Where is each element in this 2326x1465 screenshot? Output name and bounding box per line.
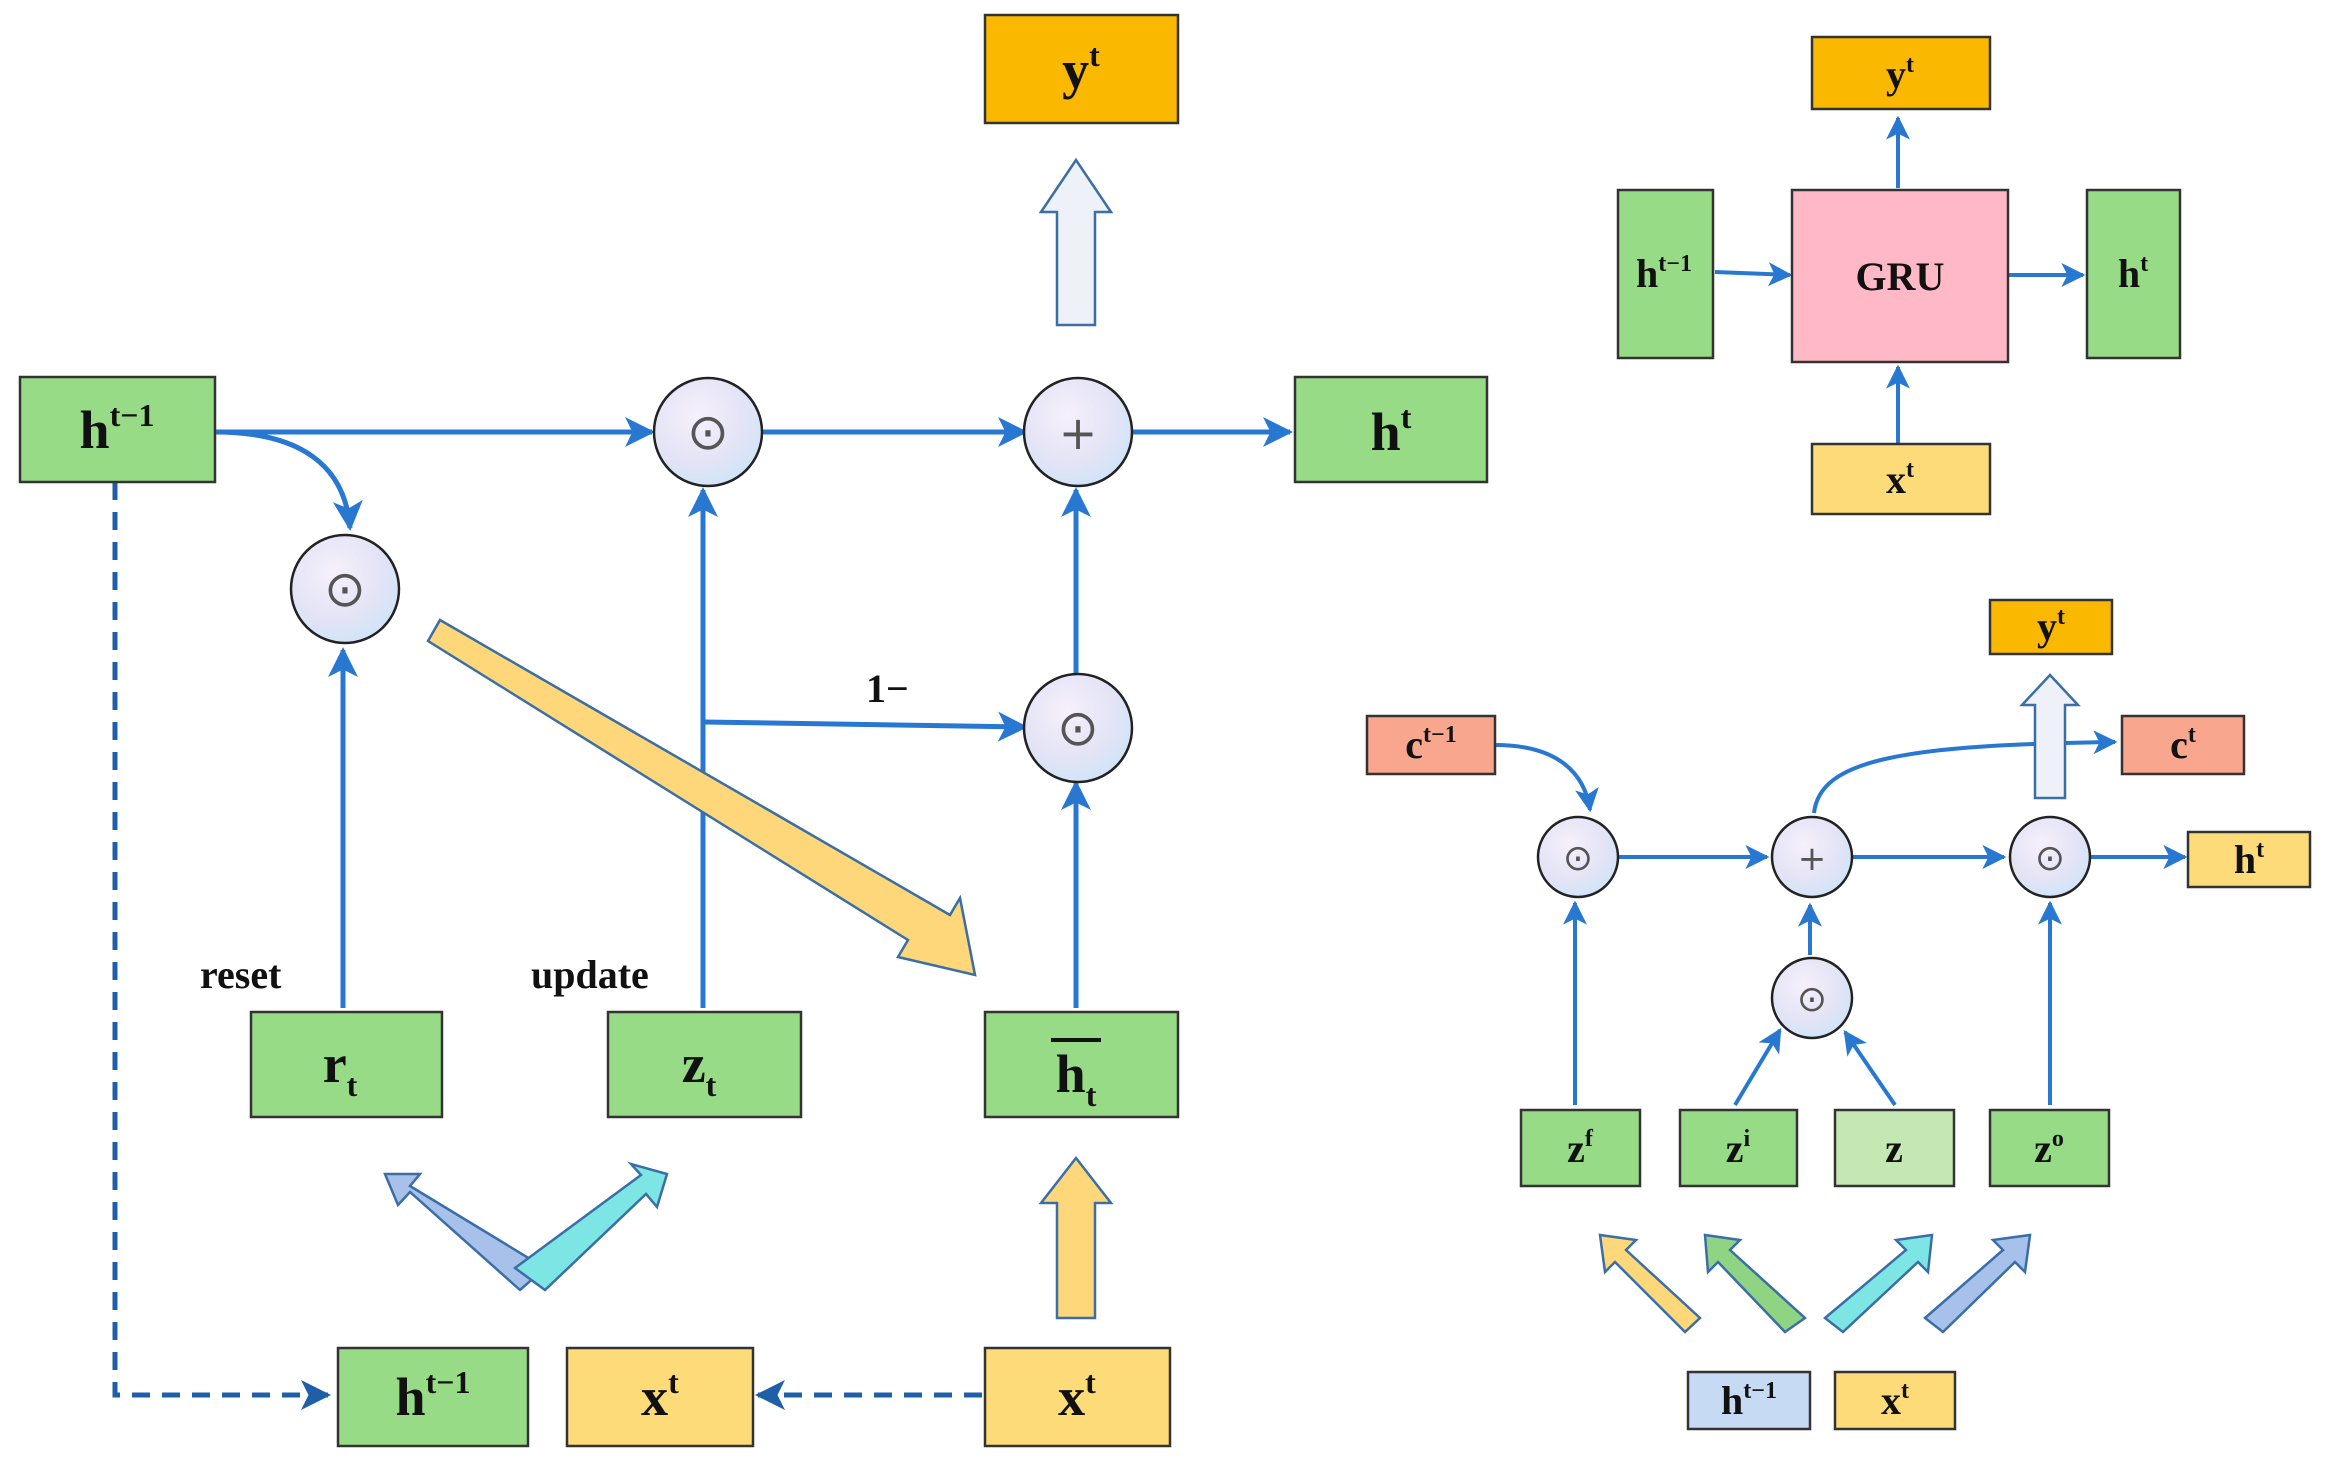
h-prev-label: ht−1 xyxy=(80,397,155,460)
lstm-c-label: ct xyxy=(2170,722,2196,767)
gru-hprev-box xyxy=(1616,188,1715,360)
odot-top-node xyxy=(652,376,764,488)
lstm-cprev-box xyxy=(1365,714,1497,776)
r-t-label: rt xyxy=(323,1034,358,1103)
lstm-zi-label: zi xyxy=(1726,1126,1751,1171)
lstm-h-box xyxy=(2186,830,2312,889)
h-bar-box xyxy=(983,1010,1180,1119)
lstm-z-label: z xyxy=(1885,1126,1903,1171)
lstm-zo-label: zo xyxy=(2034,1126,2064,1171)
h-prev-bottom-box xyxy=(336,1346,530,1448)
lstm-input-odot-node xyxy=(1770,956,1854,1040)
one-minus-label: 1− xyxy=(866,666,909,711)
fat-arrow-x-to-hbar xyxy=(1038,1155,1114,1320)
fat-arrow-reset-to-hbar xyxy=(426,618,977,977)
x-right-label: xt xyxy=(1058,1364,1096,1427)
odot-mid-node xyxy=(1022,672,1134,784)
gru-x-box xyxy=(1810,442,1992,516)
y-t-label: yt xyxy=(1062,37,1100,100)
z-t-box xyxy=(606,1010,803,1119)
lstm-edge-plus-to-c xyxy=(1812,730,2118,814)
odot-reset-node xyxy=(289,533,401,645)
lstm-x-box xyxy=(1833,1370,1957,1431)
lstm-hprev-box xyxy=(1686,1370,1812,1431)
update-label: update xyxy=(531,952,649,997)
lstm-forget-odot-symbol: ⊙ xyxy=(1563,838,1593,879)
gru-overview: yt ht−1 GRU ht xt xyxy=(1616,35,2182,516)
gru-y-label: yt xyxy=(1886,52,1914,97)
x-mid-label: xt xyxy=(641,1364,679,1427)
plus-symbol: + xyxy=(1059,406,1098,460)
odot-mid-symbol: ⊙ xyxy=(1057,699,1099,757)
odot-top-symbol: ⊙ xyxy=(687,403,729,461)
h-prev-bottom-label: ht−1 xyxy=(396,1364,471,1427)
h-prev-box xyxy=(18,375,217,484)
lstm-x-label: xt xyxy=(1881,1378,1909,1423)
fat-arrow-to-update xyxy=(512,1161,669,1292)
lstm-plus-node xyxy=(1770,815,1854,899)
lstm-zi-box xyxy=(1678,1108,1799,1188)
lstm-output-odot-node xyxy=(2008,815,2092,899)
lstm-fat-arrow-3 xyxy=(1823,1233,1934,1334)
main-gru-cell: ht−1 yt ht rt zt ht ht−1 xt xt ⊙ + ⊙ ⊙ r… xyxy=(18,13,1489,1448)
h-t-label: ht xyxy=(1371,399,1412,462)
h-bar-label: ht xyxy=(1056,1044,1097,1113)
lstm-cprev-label: ct−1 xyxy=(1405,722,1456,767)
gru-hprev-label: ht−1 xyxy=(1636,251,1692,296)
lstm-fat-arrow-1 xyxy=(1598,1233,1702,1334)
gru-h-box xyxy=(2085,188,2182,360)
lstm-plus-symbol: + xyxy=(1798,839,1827,879)
gru-y-box xyxy=(1810,35,1992,111)
plus-node xyxy=(1022,376,1134,488)
lstm-forget-odot-node xyxy=(1536,815,1620,899)
y-t-box xyxy=(983,13,1180,125)
reset-label: reset xyxy=(200,952,282,997)
gru-x-label: xt xyxy=(1886,457,1914,502)
z-t-label: zt xyxy=(682,1034,717,1103)
lstm-fat-arrow-4 xyxy=(1923,1233,2032,1334)
lstm-c-box xyxy=(2120,714,2246,776)
lstm-input-odot-symbol: ⊙ xyxy=(1797,979,1827,1020)
lstm-edge-z xyxy=(1843,1030,1897,1107)
fat-arrow-to-y xyxy=(1038,157,1114,327)
lstm-fat-arrow-2 xyxy=(1703,1233,1807,1334)
edge-hprev-to-odot-reset xyxy=(214,429,363,531)
lstm-y-box xyxy=(1988,598,2114,656)
r-t-box xyxy=(249,1010,444,1119)
lstm-z-box xyxy=(1833,1108,1956,1188)
lstm-fat-arrow-y xyxy=(2019,673,2081,800)
gru-core-label: GRU xyxy=(1856,254,1945,299)
lstm-zf-box xyxy=(1519,1108,1642,1188)
lstm-output-odot-symbol: ⊙ xyxy=(2035,838,2065,879)
edge-dashed-hprev-loop xyxy=(112,482,331,1410)
lstm-hprev-label: ht−1 xyxy=(1721,1378,1777,1423)
lstm-edge-zi xyxy=(1733,1027,1782,1107)
h-t-box xyxy=(1293,375,1489,484)
x-mid-box xyxy=(565,1346,755,1448)
lstm-h-label: ht xyxy=(2234,837,2264,882)
edge-zt-to-odot-mid xyxy=(702,711,1028,742)
lstm-edge-cprev xyxy=(1494,743,1599,813)
lstm-zo-box xyxy=(1988,1108,2111,1188)
lstm-y-label: yt xyxy=(2037,604,2065,649)
fat-arrow-to-reset xyxy=(383,1172,548,1292)
odot-reset-symbol: ⊙ xyxy=(324,560,366,618)
gru-core-box xyxy=(1790,188,2010,364)
gru-h-label: ht xyxy=(2118,251,2148,296)
lstm-overview: yt ct−1 ct ht zf zi z zo ht−1 xt ⊙ + ⊙ ⊙ xyxy=(1365,598,2312,1431)
lstm-zf-label: zf xyxy=(1567,1126,1594,1171)
x-right-box xyxy=(983,1346,1172,1448)
gru-edge-hprev-in xyxy=(1714,262,1793,287)
